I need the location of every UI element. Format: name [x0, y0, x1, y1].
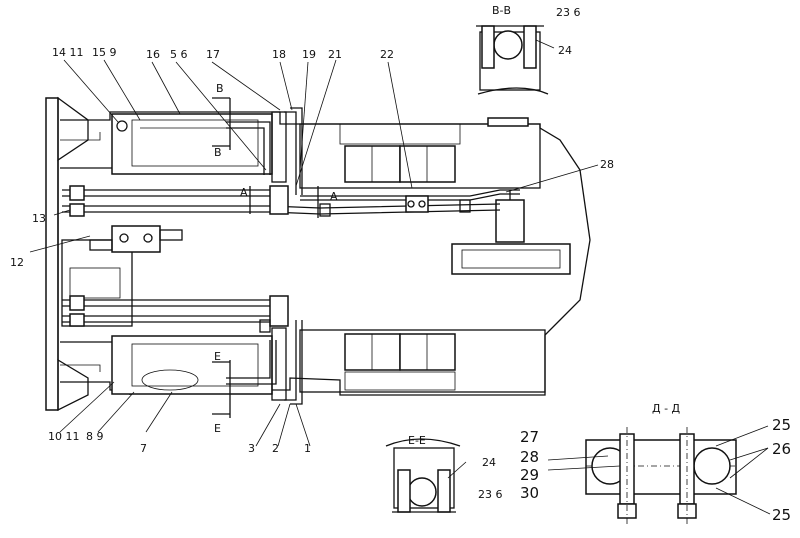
callout-dd-27: 27	[520, 428, 539, 446]
callout-ee-24: 24	[482, 456, 496, 469]
callout-3: 3	[248, 442, 255, 455]
callout-dd-26: 26	[772, 440, 791, 458]
callout-18: 18	[272, 48, 286, 61]
section-dd-view	[585, 427, 737, 525]
callout-17: 17	[206, 48, 220, 61]
callout-21: 21	[328, 48, 342, 61]
callout-14-11: 14 11	[52, 46, 84, 59]
upper-hydraulic-cylinder	[111, 111, 287, 183]
callout-12: 12	[10, 256, 24, 269]
rotator-unit	[451, 190, 571, 275]
callout-2: 2	[272, 442, 279, 455]
callout-7: 7	[140, 442, 147, 455]
callout-13: 13	[32, 212, 46, 225]
callout-dd-28: 28	[520, 448, 539, 466]
callout-dd-29: 29	[520, 466, 539, 484]
callout-28: 28	[600, 158, 614, 171]
callout-dd-25-top: 25	[772, 416, 791, 434]
callout-dd-30: 30	[520, 484, 539, 502]
lower-hydraulic-cylinder	[111, 327, 287, 401]
callout-19: 19	[302, 48, 316, 61]
section-mark-a-left: А	[240, 186, 248, 199]
section-dd-title: Д - Д	[652, 402, 681, 415]
callout-15-9: 15 9	[92, 46, 117, 59]
callout-8-9: 8 9	[86, 430, 104, 443]
callout-5-6: 5 6	[170, 48, 188, 61]
callout-10-11: 10 11	[48, 430, 80, 443]
section-bb-view	[476, 25, 549, 95]
callout-dd-25-bottom: 25	[772, 506, 791, 524]
section-mark-a-right: А	[330, 190, 338, 203]
callout-bb-24: 24	[558, 44, 572, 57]
leader-lines	[29, 39, 771, 515]
callout-1: 1	[304, 442, 311, 455]
lower-boom	[299, 329, 546, 393]
callout-ee-23-6: 23 6	[478, 488, 503, 501]
section-ee-view	[385, 438, 461, 513]
section-mark-b-bottom: В	[214, 146, 222, 159]
callout-22: 22	[380, 48, 394, 61]
section-markers	[212, 97, 319, 418]
section-ee-title: Е-Е	[408, 434, 426, 447]
section-bb-title: В-В	[492, 4, 511, 17]
callout-16: 16	[146, 48, 160, 61]
upper-boom	[299, 117, 541, 189]
section-mark-e-top: Е	[214, 350, 221, 363]
section-mark-b-top: В	[216, 82, 224, 95]
callout-bb-23-6: 23 6	[556, 6, 581, 19]
main-frame	[45, 96, 591, 412]
hydraulic-hoses	[62, 107, 520, 405]
section-mark-e-bottom: Е	[214, 422, 221, 435]
